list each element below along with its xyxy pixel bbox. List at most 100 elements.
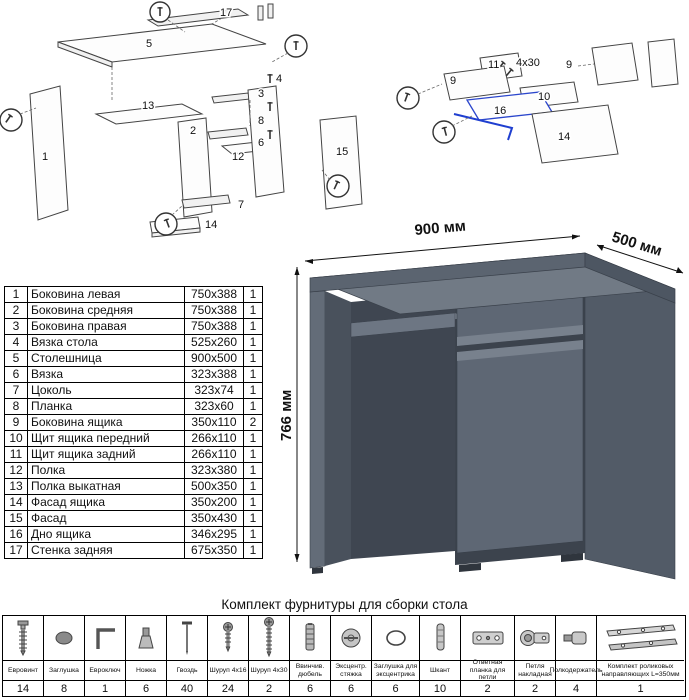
hardware-qty: 6 bbox=[347, 682, 355, 695]
hardware-item: Евровинт 14 bbox=[3, 616, 44, 696]
hardware-name: Ответная планка для петли bbox=[461, 659, 514, 681]
part-label: 9 bbox=[450, 75, 456, 87]
part-label: 17 bbox=[220, 7, 232, 19]
part-label: 4 bbox=[276, 73, 282, 85]
hardware-qty: 1 bbox=[101, 682, 109, 695]
hardware-name: Евроключ bbox=[85, 661, 125, 681]
hardware-item: Шкант 10 bbox=[420, 616, 461, 696]
foot-icon bbox=[138, 627, 154, 649]
screw-4x30-icon bbox=[264, 617, 274, 658]
part-label: 7 bbox=[238, 199, 244, 211]
hardware-qty: 10 bbox=[433, 682, 447, 695]
hardware-qty: 6 bbox=[142, 682, 150, 695]
hardware-qty: 14 bbox=[16, 682, 30, 695]
hardware-item: Шуруп 4x16 24 bbox=[208, 616, 249, 696]
hardware-name: Гвоздь bbox=[167, 661, 207, 681]
hardware-name: Заглушка для эксцентрика bbox=[372, 661, 419, 681]
hardware-qty: 1 bbox=[637, 682, 644, 695]
hardware-item: Полкодержатель 4 bbox=[550, 616, 602, 696]
part-label: 16 bbox=[494, 105, 506, 117]
part-label: 5 bbox=[146, 38, 152, 50]
hardware-item: Эксцентр. стяжка 6 bbox=[331, 616, 372, 696]
cam-lock-icon bbox=[341, 628, 361, 648]
screw-4x16-icon bbox=[223, 622, 233, 653]
hardware-item: Заглушка 8 bbox=[44, 616, 85, 696]
hardware-qty: 8 bbox=[60, 682, 68, 695]
part-label: 3 bbox=[258, 88, 264, 100]
part-label: 6 bbox=[258, 137, 264, 149]
hardware-name: Шкант bbox=[420, 661, 460, 681]
part-label: 14 bbox=[205, 219, 217, 231]
hardware-item: Ножка 6 bbox=[126, 616, 167, 696]
part-label: 2 bbox=[190, 125, 196, 137]
hardware-name: Комплект роликовых направляющих L=350мм bbox=[597, 661, 684, 681]
hardware-table: Евровинт 14 Заглушка 8 Евроключ 1 Ножка … bbox=[2, 615, 686, 697]
shelf-support-icon bbox=[563, 631, 587, 645]
part-label: 12 bbox=[232, 151, 244, 163]
hardware-qty: 24 bbox=[221, 682, 235, 695]
hardware-name: Петля накладная bbox=[515, 661, 555, 681]
cap-icon bbox=[55, 631, 73, 645]
hinge-icon bbox=[520, 630, 550, 646]
part-label: 1 bbox=[42, 151, 48, 163]
hex-key-icon bbox=[96, 628, 115, 649]
hardware-item: Ввинчив. дюбель 6 bbox=[290, 616, 331, 696]
hinge-plate-icon bbox=[472, 631, 503, 645]
hardware-name: Евровинт bbox=[3, 661, 43, 681]
dim-width: 900 мм bbox=[414, 219, 467, 239]
hardware-qty: 2 bbox=[265, 682, 273, 695]
hardware-name: Ввинчив. дюбель bbox=[290, 661, 330, 681]
hardware-qty: 2 bbox=[531, 682, 539, 695]
hardware-item: Заглушка для эксцентрика 6 bbox=[372, 616, 420, 696]
hardware-title: Комплект фурнитуры для сборки стола bbox=[221, 597, 468, 612]
hardware-name: Шуруп 4x30 bbox=[249, 661, 289, 681]
hardware-name: Шуруп 4x16 bbox=[208, 661, 248, 681]
hardware-name: Эксцентр. стяжка bbox=[331, 661, 371, 681]
roller-guides-icon bbox=[605, 624, 678, 651]
hardware-item: Гвоздь 40 bbox=[167, 616, 208, 696]
wooden-dowel-icon bbox=[436, 623, 445, 651]
hardware-item: Комплект роликовых направляющих L=350мм … bbox=[597, 616, 684, 696]
dim-height: 766 мм bbox=[278, 390, 295, 441]
screw-size-label: 4x30 bbox=[516, 57, 540, 69]
confirmat-screw-icon bbox=[17, 620, 29, 657]
part-label: 11 bbox=[488, 59, 499, 71]
hardware-qty: 40 bbox=[180, 682, 194, 695]
hardware-name: Ножка bbox=[126, 661, 166, 681]
cam-cap-icon bbox=[385, 630, 406, 646]
hardware-item: Евроключ 1 bbox=[85, 616, 126, 696]
hardware-item: Шуруп 4x30 2 bbox=[249, 616, 290, 696]
threaded-dowel-icon bbox=[305, 623, 315, 651]
hardware-name: Заглушка bbox=[44, 661, 84, 681]
part-label: 9 bbox=[566, 59, 572, 71]
nail-icon bbox=[182, 621, 192, 655]
hardware-item: Ответная планка для петли 2 bbox=[461, 616, 515, 696]
part-label: 8 bbox=[258, 115, 264, 127]
desk-render: 900 мм 500 мм 766 мм bbox=[278, 219, 684, 580]
part-label: 14 bbox=[558, 131, 570, 143]
hardware-qty: 6 bbox=[392, 682, 399, 695]
hardware-qty: 4 bbox=[572, 682, 580, 695]
exploded-diagram-desk: 17 5 4 1 13 2 3 8 6 12 7 14 15 bbox=[0, 1, 363, 238]
hardware-qty: 2 bbox=[484, 682, 491, 695]
hardware-qty: 6 bbox=[306, 682, 314, 695]
